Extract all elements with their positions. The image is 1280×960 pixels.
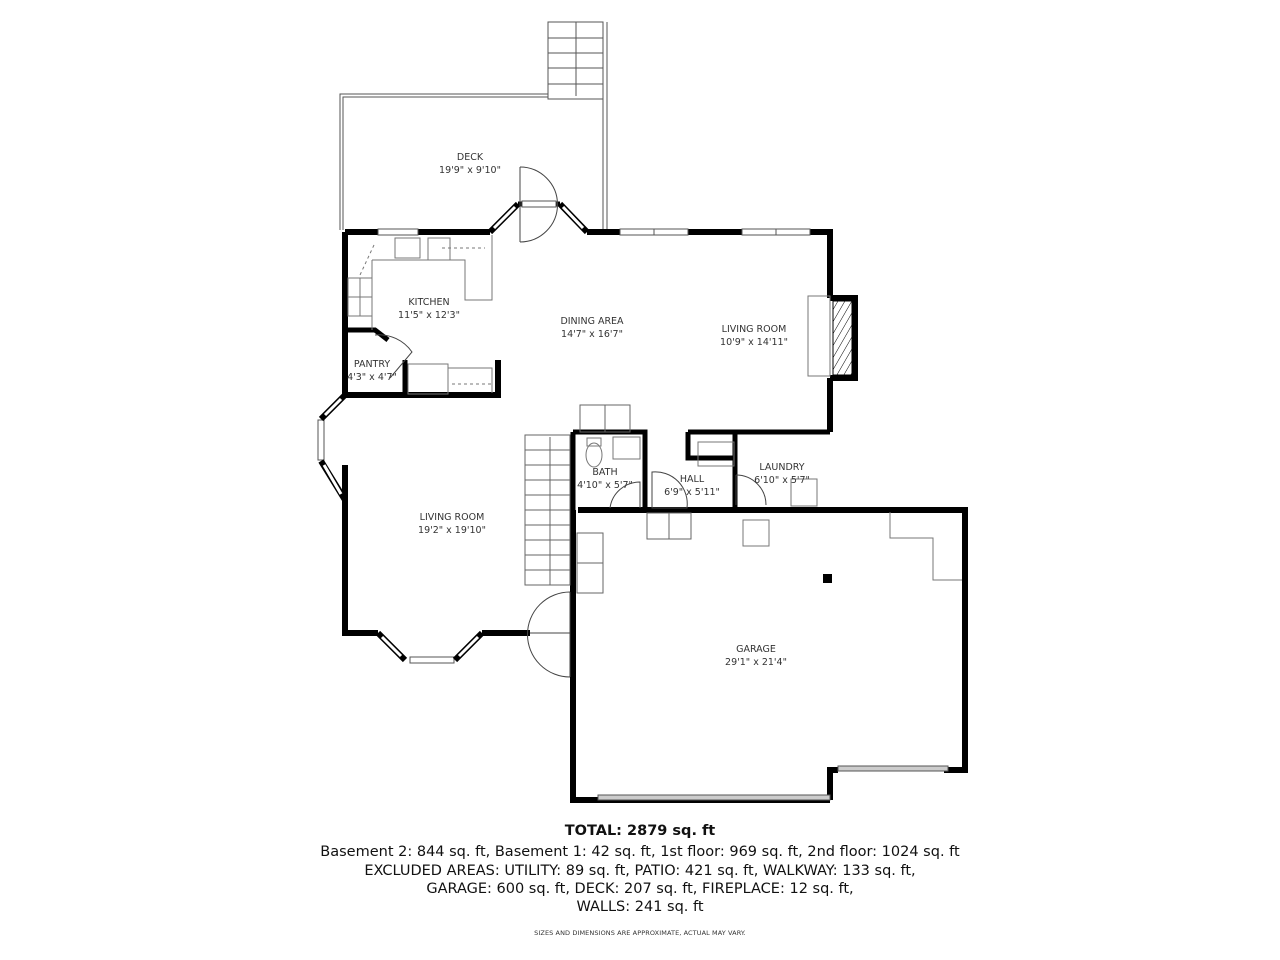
room-dimensions: 14'7" x 16'7" [561, 329, 623, 340]
room-name: LAUNDRY [759, 462, 805, 473]
room-name: PANTRY [353, 359, 391, 370]
room-name: HALL [679, 474, 705, 485]
room-label-deck: DECK 19'9" x 9'10" [439, 151, 501, 177]
room-name: DINING AREA [560, 316, 624, 327]
room-label-dining-area: DINING AREA 14'7" x 16'7" [560, 315, 623, 341]
deck-outline [339, 22, 608, 232]
room-name: GARAGE [736, 644, 776, 655]
room-label-laundry: LAUNDRY 6'10" x 5'7" [754, 461, 810, 487]
disclaimer: SIZES AND DIMENSIONS ARE APPROXIMATE, AC… [534, 929, 746, 937]
room-label-bath: BATH 4'10" x 5'7" [577, 466, 633, 492]
room-label-living-room-east: LIVING ROOM 10'9" x 14'11" [720, 323, 788, 349]
garage-fixtures [889, 512, 962, 581]
room-name: LIVING ROOM [721, 324, 787, 335]
door-swings [374, 166, 767, 678]
garage-post [823, 574, 832, 583]
deck-stairs [547, 21, 604, 100]
excluded-areas-line-3: WALLS: 241 sq. ft [576, 899, 704, 915]
room-dimensions: 19'9" x 9'10" [439, 165, 501, 176]
interior-stairs [524, 404, 692, 594]
bath-laundry-fixtures [585, 436, 818, 547]
room-dimensions: 29'1" x 21'4" [725, 657, 787, 668]
total-area: TOTAL: 2879 sq. ft [564, 823, 716, 839]
room-dimensions: 11'5" x 12'3" [398, 310, 460, 321]
excluded-areas-line-1: EXCLUDED AREAS: UTILITY: 89 sq. ft, PATI… [364, 863, 916, 879]
kitchen-fixtures [347, 235, 493, 395]
exterior-walls [342, 229, 968, 803]
excluded-areas-line-2: GARAGE: 600 sq. ft, DECK: 207 sq. ft, FI… [426, 881, 854, 897]
room-dimensions: 6'10" x 5'7" [754, 475, 810, 486]
room-label-pantry: PANTRY 4'3" x 4'7" [347, 358, 397, 384]
room-dimensions: 4'10" x 5'7" [577, 480, 633, 491]
room-label-garage: GARAGE 29'1" x 21'4" [725, 643, 787, 669]
room-name: BATH [592, 467, 618, 478]
room-label-hall: HALL 6'9" x 5'11" [664, 473, 720, 499]
room-label-living-room-west: LIVING ROOM 19'2" x 19'10" [418, 511, 486, 537]
floor-breakdown: Basement 2: 844 sq. ft, Basement 1: 42 s… [320, 844, 960, 860]
room-dimensions: 10'9" x 14'11" [720, 337, 788, 348]
room-dimensions: 4'3" x 4'7" [347, 372, 397, 383]
room-label-kitchen: KITCHEN 11'5" x 12'3" [398, 296, 460, 322]
room-name: KITCHEN [408, 297, 450, 308]
room-name: LIVING ROOM [419, 512, 485, 523]
room-dimensions: 19'2" x 19'10" [418, 525, 486, 536]
room-name: DECK [456, 152, 484, 163]
windows [317, 228, 949, 801]
room-dimensions: 6'9" x 5'11" [664, 487, 720, 498]
fireplace [807, 295, 853, 377]
